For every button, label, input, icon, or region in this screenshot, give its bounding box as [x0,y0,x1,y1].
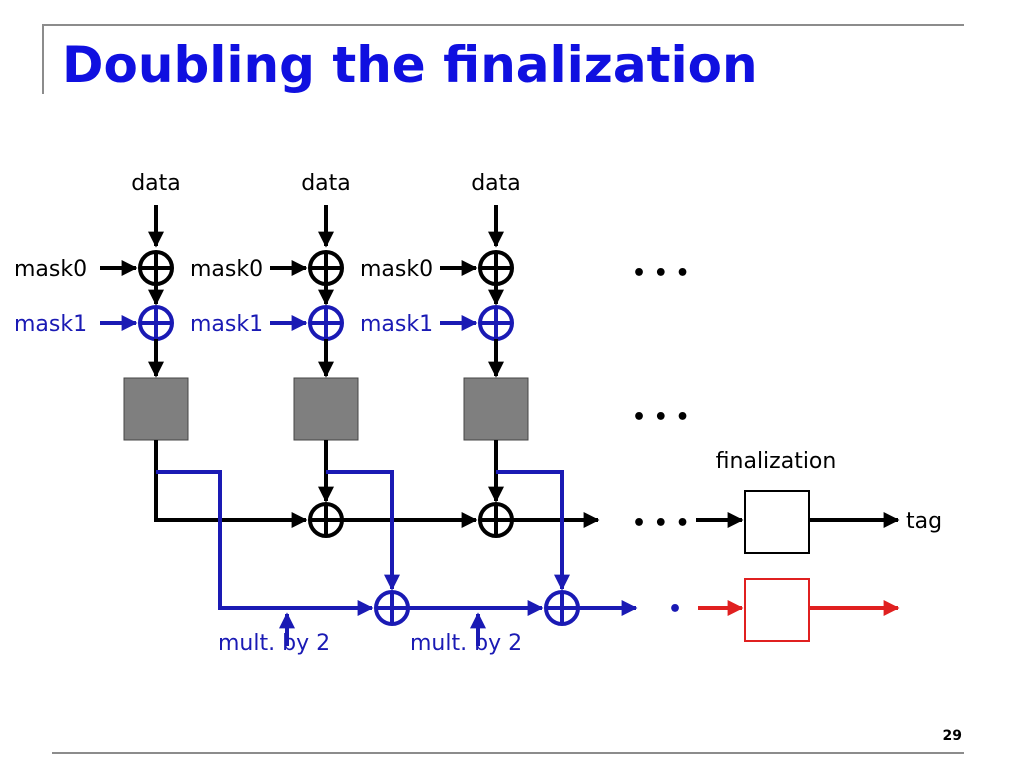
blue-doubled-path [156,470,638,626]
data-label: data [131,171,181,196]
xor-chain-icon [478,502,514,538]
mask1-label: mask1 [14,312,87,337]
xor-mask1-icon [138,305,174,341]
mask0-label: mask0 [190,257,263,282]
finalization-label: finalization [716,449,837,474]
page-number: 29 [942,728,962,744]
block-cipher-box [463,377,529,441]
column-2: data mask0 mask1 [190,171,359,441]
block-cipher-box [293,377,359,441]
column-1: data mask0 mask1 [14,171,189,441]
xor-doubled-icon [374,590,410,626]
slide-title: Doubling the finalization [62,36,758,94]
xor-mask0-icon [478,250,514,286]
xor-chain-icon [308,502,344,538]
xor-doubled-icon [544,590,580,626]
xor-mask1-icon [478,305,514,341]
block-cipher-box [123,377,189,441]
ellipsis-chain-row: • • • [632,511,690,536]
mask0-label: mask0 [14,257,87,282]
ellipsis-dot: • [668,597,682,622]
tag-label: tag [906,509,942,534]
xor-mask1-icon [308,305,344,341]
data-label: data [301,171,351,196]
mask1-label: mask1 [360,312,433,337]
xor-mask0-icon [138,250,174,286]
column-3: data mask0 mask1 [360,171,529,441]
ellipsis-mask-row: • • • [632,261,690,286]
mult-by-2-label: mult. by 2 [410,631,522,656]
mult-by-2-label: mult. by 2 [218,631,330,656]
slide-frame-left [42,24,44,94]
slide-frame-top [42,24,964,26]
black-chain-path [154,440,600,538]
finalization-box [744,490,810,554]
red-finalization-box [744,578,810,642]
slide-frame-bottom [52,752,964,754]
ellipsis-block-row: • • • [632,405,690,430]
mask1-label: mask1 [190,312,263,337]
mask0-label: mask0 [360,257,433,282]
data-label: data [471,171,521,196]
xor-mask0-icon [308,250,344,286]
